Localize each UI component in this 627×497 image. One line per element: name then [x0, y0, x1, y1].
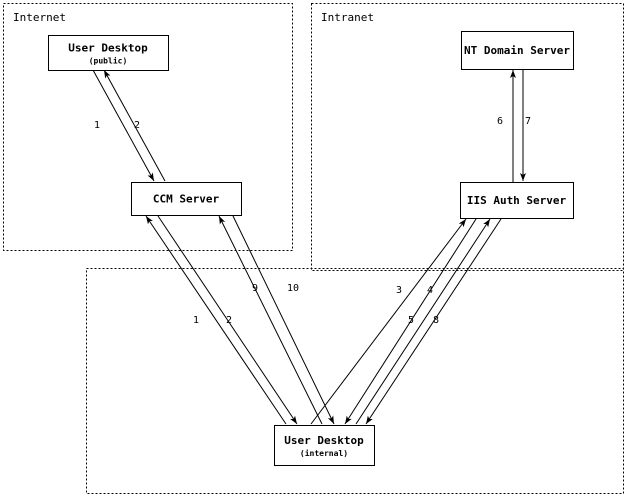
flow-arrow-flow-10	[232, 215, 335, 425]
node-box-user-desktop-internal	[274, 425, 375, 466]
edge-label-label-4: 4	[427, 285, 433, 296]
edge-label-label-10: 10	[287, 283, 299, 294]
node-box-iis-auth-server	[460, 182, 574, 219]
flow-arrow-flow-2-internal	[157, 215, 298, 425]
node-box-user-desktop-public	[48, 35, 169, 71]
edge-label-label-7: 7	[525, 116, 531, 127]
node-subtitle-user-desktop-internal: (internal)	[300, 448, 348, 458]
flows-layer	[92, 69, 526, 425]
flow-arrow-flow-9	[218, 215, 323, 425]
edge-label-label-6: 6	[497, 116, 503, 127]
edge-label-label-9: 9	[252, 283, 258, 294]
edge-label-label-3: 3	[396, 285, 402, 296]
zone-boundary-internet	[3, 3, 293, 251]
zones-layer: Internet Intranet	[3, 3, 624, 494]
node-box-nt-domain-server	[461, 31, 574, 70]
node-title-nt-domain-server: NT Domain Server	[464, 44, 570, 57]
flow-arrow-flow-5	[355, 218, 491, 425]
edge-labels-layer: 1 2 6 7 9 10 3 4 5 8 1 2	[94, 116, 531, 326]
node-subtitle-user-desktop-public: (public)	[89, 56, 128, 66]
edge-label-label-8: 8	[433, 315, 439, 326]
zone-boundary-internal	[86, 268, 624, 494]
node-box-ccm-server	[131, 182, 242, 216]
node-title-user-desktop-public: User Desktop	[68, 42, 148, 55]
node-title-ccm-server: CCM Server	[153, 193, 220, 206]
zone-label-intranet: Intranet	[321, 11, 374, 24]
node-nt-domain-server: NT Domain Server	[461, 31, 574, 70]
node-title-iis-auth-server: IIS Auth Server	[467, 194, 567, 207]
node-user-desktop-public: User Desktop(public)	[48, 35, 169, 71]
flow-arrow-flow-3	[310, 218, 467, 425]
edge-label-label-2-internal: 2	[226, 315, 232, 326]
edge-label-label-1-internal: 1	[193, 315, 199, 326]
node-iis-auth-server: IIS Auth Server	[460, 182, 574, 219]
edge-label-label-5: 5	[408, 315, 414, 326]
zone-label-internet: Internet	[13, 11, 66, 24]
flow-arrow-flow-4	[344, 218, 477, 425]
node-user-desktop-internal: User Desktop(internal)	[274, 425, 375, 466]
flow-arrow-flow-1-internal	[145, 215, 287, 425]
edge-label-label-2-public: 2	[134, 120, 140, 131]
zone-boundary-intranet	[311, 3, 624, 271]
edge-label-label-1-public: 1	[94, 120, 100, 131]
flow-arrow-flow-8	[365, 218, 502, 425]
node-ccm-server: CCM Server	[131, 182, 242, 216]
flow-arrow-flow-2-public	[103, 69, 166, 182]
node-title-user-desktop-internal: User Desktop	[284, 434, 364, 447]
flow-arrow-flow-1-public	[92, 69, 155, 182]
